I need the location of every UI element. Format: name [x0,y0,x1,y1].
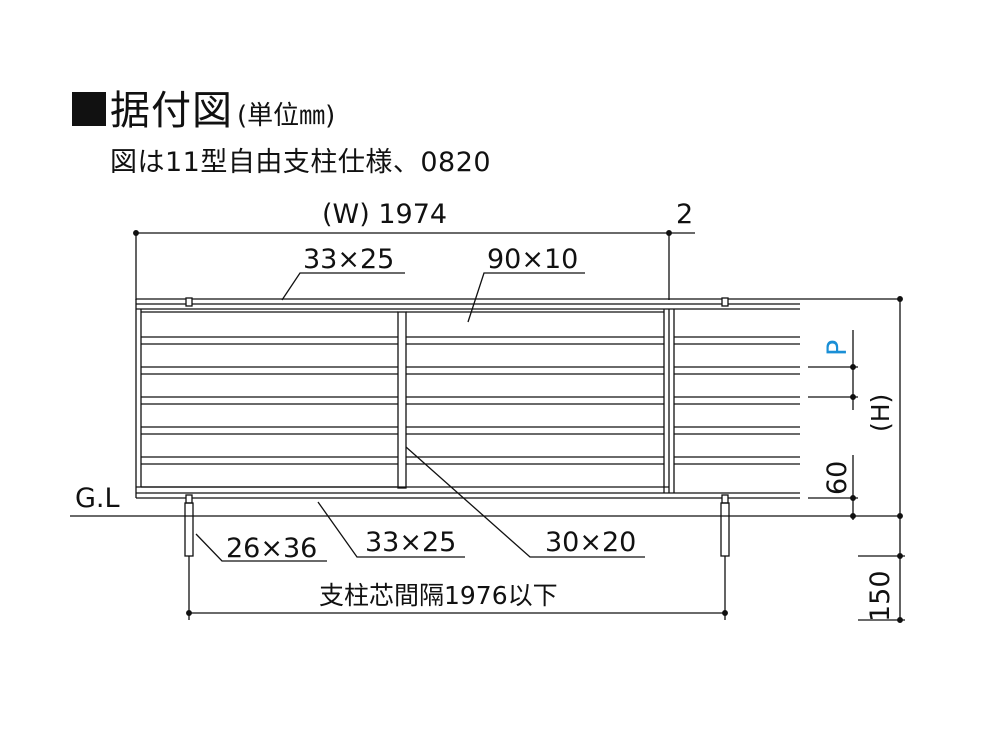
center-post-label: 30×20 [545,527,636,558]
drawing-title: 据付図 (単位㎜) [72,78,335,138]
embed-depth-label: 150 [865,570,896,622]
slat-label: 90×10 [487,244,578,275]
square-bullet-icon [72,92,106,126]
title-unit: (単位㎜) [237,101,336,131]
panel-frame [135,299,675,498]
width-label: (W) 1974 [322,199,447,230]
top-rail [136,298,800,310]
post-spacing-label: 支柱芯間隔1976以下 [319,581,558,610]
leader-lines [195,272,645,562]
post-label: 26×36 [226,533,317,564]
bottom-gap-label: 60 [822,461,853,495]
gap-label: 2 [676,199,693,230]
drawing-subtitle: 図は11型自由支柱仕様、0820 [110,147,492,178]
right-dimensions [800,296,905,623]
bottom-rail [136,486,800,499]
post-spacing-dimension [186,556,728,620]
ground-line-label: G.L [75,483,120,514]
pitch-label: P [822,340,853,356]
slats [141,311,800,488]
height-label: (H) [866,394,895,432]
title-text: 据付図 [110,88,233,134]
bottom-rail-label: 33×25 [365,527,456,558]
post-brackets [185,297,729,504]
width-dimension-line [133,230,695,300]
top-rail-label: 33×25 [303,244,394,275]
